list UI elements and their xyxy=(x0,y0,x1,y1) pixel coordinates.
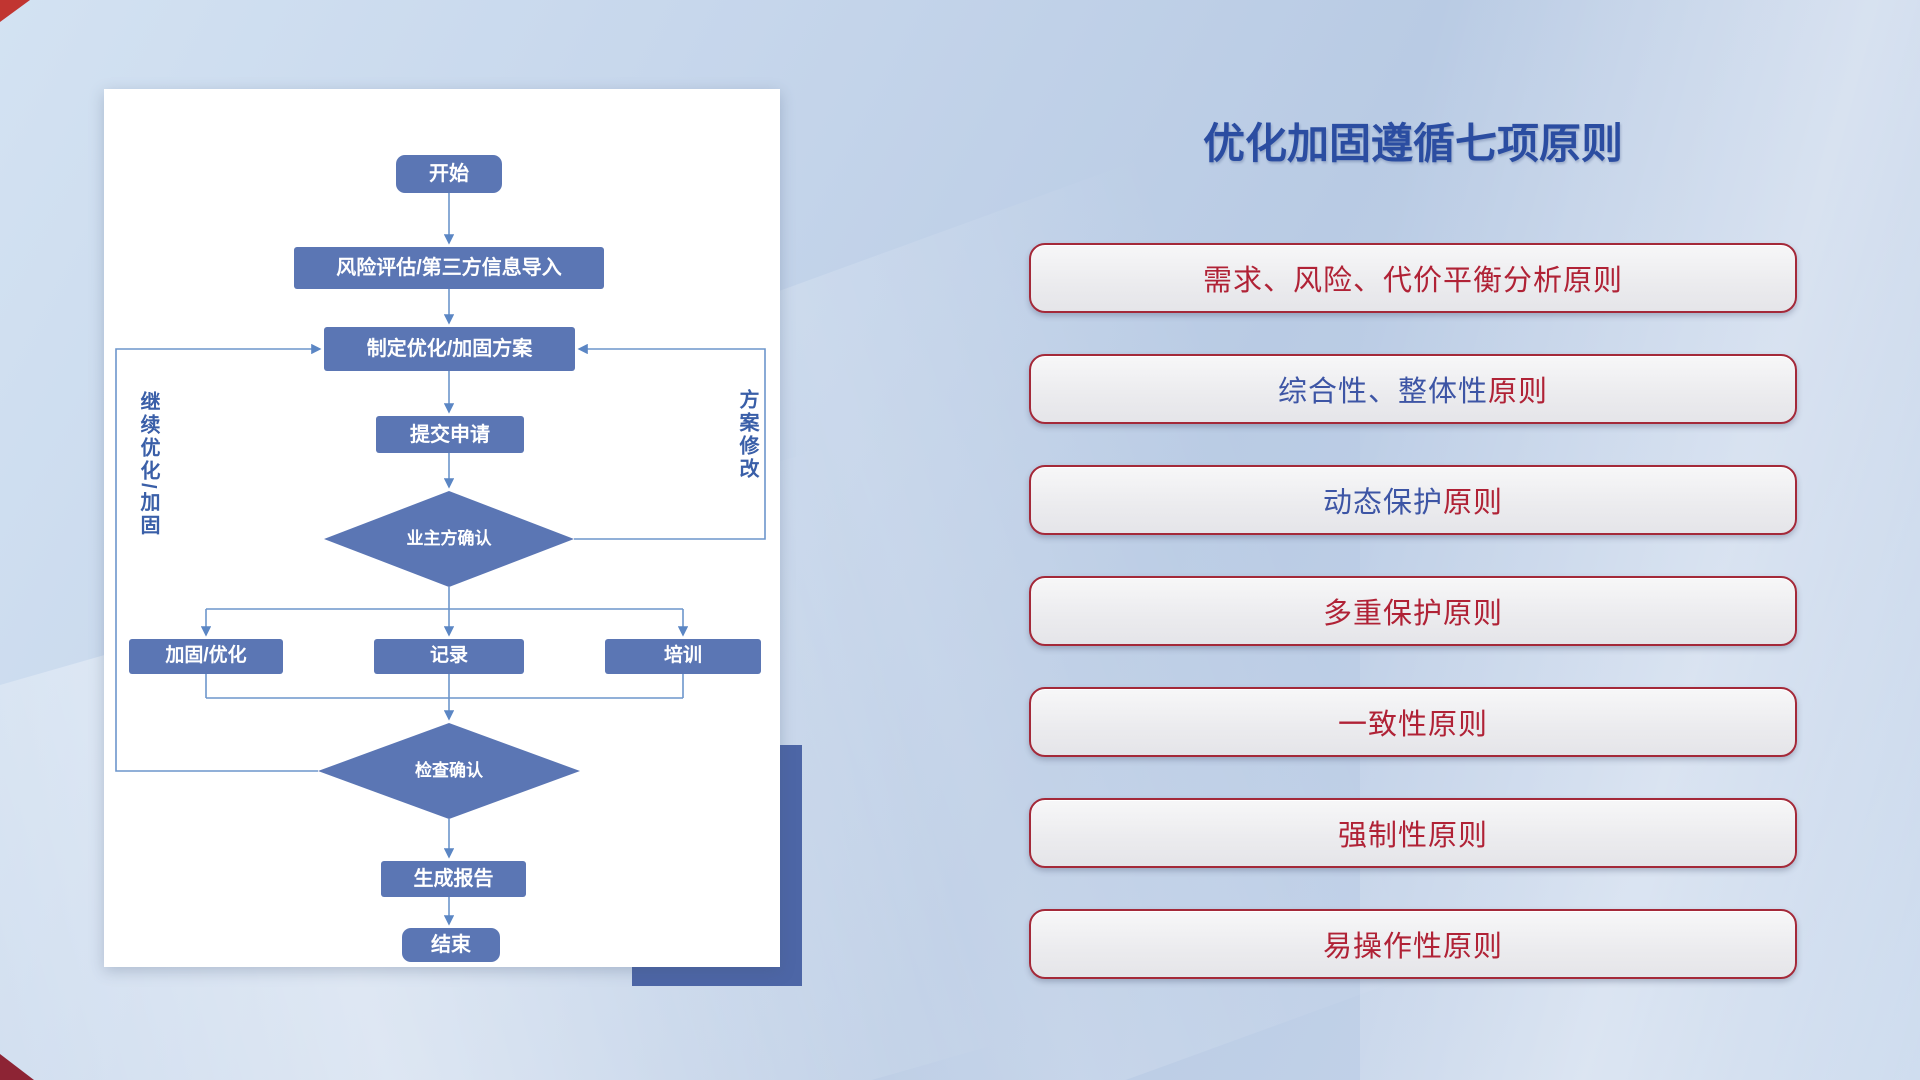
loop-label-plan-revise: 方案修改 xyxy=(736,389,758,481)
flowchart-panel: 开始 风险评估/第三方信息导入 制定优化/加固方案 提交申请 业主方确认 加固/… xyxy=(104,89,780,967)
flow-node-training: 培训 xyxy=(605,639,761,674)
flow-node-end: 结束 xyxy=(402,928,500,962)
flow-node-risk-import: 风险评估/第三方信息导入 xyxy=(294,247,604,289)
principle-box-7: 易操作性原则 xyxy=(1029,909,1797,979)
principle-segment: 综合性、整体性 xyxy=(1277,376,1488,408)
corner-accent-top-left xyxy=(0,0,30,22)
flow-node-submit: 提交申请 xyxy=(376,416,524,453)
principle-segment: 强制性原则 xyxy=(1337,820,1488,852)
principle-segment: 易操作性原则 xyxy=(1322,931,1503,963)
principle-segment: 原则 xyxy=(1488,376,1549,408)
principle-box-5: 一致性原则 xyxy=(1029,687,1797,757)
flow-node-report: 生成报告 xyxy=(381,861,526,897)
principle-segment: 动态保护 xyxy=(1322,487,1443,519)
flow-node-make-plan: 制定优化/加固方案 xyxy=(324,327,575,371)
principle-box-4: 多重保护原则 xyxy=(1029,576,1797,646)
principle-segment: 需求、风险、代价平衡分析原则 xyxy=(1202,265,1623,297)
principle-box-6: 强制性原则 xyxy=(1029,798,1797,868)
flow-node-start: 开始 xyxy=(396,155,502,193)
principle-segment: 原则 xyxy=(1443,487,1504,519)
flow-node-record: 记录 xyxy=(374,639,524,674)
principles-list: 需求、风险、代价平衡分析原则综合性、整体性原则动态保护原则多重保护原则一致性原则… xyxy=(1029,243,1797,1020)
loop-label-continue-optimize: 继续优化/加固 xyxy=(137,391,159,538)
principle-segment: 多重保护原则 xyxy=(1322,598,1503,630)
principle-segment: 一致性原则 xyxy=(1337,709,1488,741)
corner-accent-bottom-left xyxy=(0,1054,34,1080)
principle-box-3: 动态保护原则 xyxy=(1029,465,1797,535)
flowchart-connectors xyxy=(115,193,766,926)
principle-box-1: 需求、风险、代价平衡分析原则 xyxy=(1029,243,1797,313)
principle-box-2: 综合性、整体性原则 xyxy=(1029,354,1797,424)
flow-node-harden: 加固/优化 xyxy=(129,639,283,674)
slide-title: 优化加固遵循七项原则 xyxy=(1202,120,1623,167)
